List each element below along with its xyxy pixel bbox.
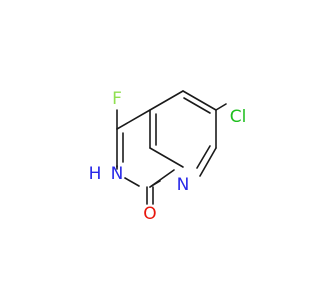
bond-c2-n1 (199, 147, 217, 177)
bond-c4-c3-double (183, 97, 211, 114)
bond-c5-c4a (116, 109, 151, 130)
ring-nitrogen-label: N (177, 175, 190, 195)
bond-c4-c3 (182, 90, 217, 111)
fluorine-label: F (112, 89, 122, 109)
nh-nitrogen-label: N (111, 164, 124, 184)
nh-hydrogen-label: H (89, 164, 102, 184)
structure-canvas: F Cl N N H O (89, 89, 247, 224)
oxygen-label: O (143, 204, 156, 224)
bond-c2-n1-double (196, 145, 211, 169)
bond-c4a-c8a-ring (149, 147, 184, 168)
chlorine-label: Cl (230, 107, 247, 127)
bond-c8a-n1-link (149, 180, 161, 188)
bonds (116, 90, 227, 205)
atom-labels: F Cl N N H O (89, 89, 247, 224)
molecule-diagram: F Cl N N H O (89, 89, 247, 224)
bond-c4a-c4 (149, 90, 184, 111)
bond-c3-cl (215, 103, 227, 111)
bond-n7-c8 (124, 177, 140, 187)
